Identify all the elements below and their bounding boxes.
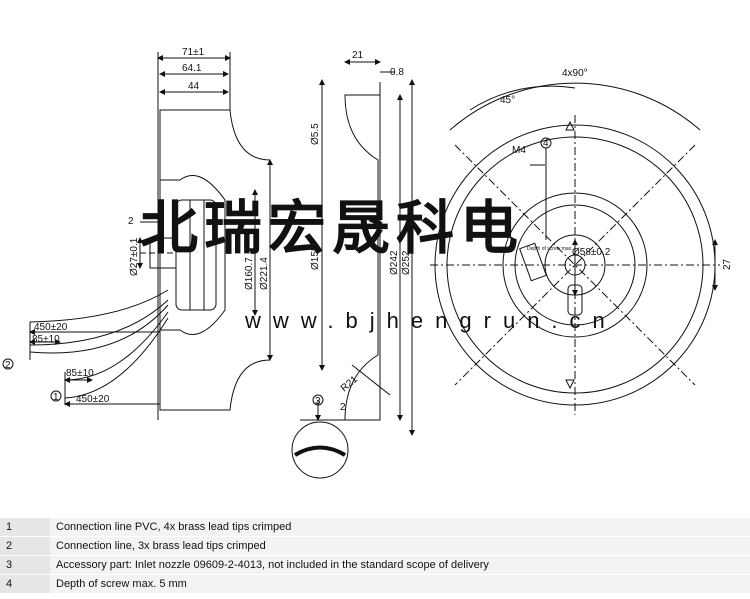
dim-155: Ø155: [310, 245, 321, 270]
note-text: Depth of screw max. 5 mm: [50, 574, 750, 594]
callout-1: 1: [53, 392, 59, 403]
notes-table: 1 Connection line PVC, 4x brass lead tip…: [0, 518, 750, 594]
note-row: 3 Accessory part: Inlet nozzle 09609-2-4…: [0, 555, 750, 575]
dim-64: 64.1: [182, 63, 202, 74]
note-number: 1: [0, 518, 50, 537]
note-number: 4: [0, 574, 50, 594]
dim-221: Ø221.4: [259, 257, 270, 290]
front-view: [430, 82, 720, 415]
dim-252: Ø252: [401, 250, 412, 275]
dim-160: Ø160.7: [244, 257, 255, 290]
note-text: Accessory part: Inlet nozzle 09609-2-401…: [50, 555, 750, 575]
label-text: Depth of screw max.: [527, 246, 573, 252]
dim-2-side: 2: [128, 216, 134, 227]
note-text: Connection line, 3x brass lead tips crim…: [50, 536, 750, 556]
callout-2: 2: [5, 360, 11, 371]
dim-m4: M4: [512, 145, 526, 156]
dim-65: Ø5.5: [310, 123, 321, 145]
cable-450-bottom: 450±20: [76, 394, 110, 405]
dim-r21: R21: [339, 374, 360, 395]
note-number: 3: [0, 555, 50, 575]
side-view: [2, 52, 273, 420]
note-row: 1 Connection line PVC, 4x brass lead tip…: [0, 518, 750, 537]
cable-85-bottom: 85±10: [66, 368, 94, 379]
technical-drawing: 北瑞宏晟科电 www.bjhengrun.cn: [2, 47, 733, 479]
note-row: 2 Connection line, 3x brass lead tips cr…: [0, 536, 750, 556]
dim-2-nozzle: 2: [340, 402, 346, 413]
cable-450-top: 450±20: [34, 322, 68, 333]
dim-4x90: 4x90°: [562, 68, 588, 79]
watermark-chinese: 北瑞宏晟科电: [140, 196, 524, 261]
dim-21: 21: [352, 50, 364, 61]
cable-85-top: 85±10: [32, 334, 60, 345]
dim-45: 45°: [500, 95, 515, 106]
dim-242: Ø242: [389, 250, 400, 275]
note-text: Connection line PVC, 4x brass lead tips …: [50, 518, 750, 537]
note-row: 4 Depth of screw max. 5 mm: [0, 574, 750, 594]
dim-71: 71±1: [182, 47, 205, 58]
callout-4: 4: [543, 138, 549, 149]
note-number: 2: [0, 536, 50, 556]
dim-27-shaft: Ø27±0.1: [129, 237, 140, 276]
dim-44: 44: [188, 81, 200, 92]
watermark-url: www.bjhengrun.cn: [244, 308, 617, 333]
callout-3: 3: [315, 396, 321, 407]
side-view-labels: 71±1 64.1 44 2 Ø27±0.1 Ø160.7 Ø221.4 450…: [5, 47, 270, 405]
dim-08: 0.8: [390, 67, 404, 78]
nozzle-view: [291, 59, 415, 479]
dim-27-front: 27: [722, 258, 733, 270]
dim-58: Ø58±0.2: [572, 247, 611, 258]
front-view-labels: 4x90° 45° M4 4 Ø58±0.2 27 Depth of screw…: [500, 68, 733, 270]
